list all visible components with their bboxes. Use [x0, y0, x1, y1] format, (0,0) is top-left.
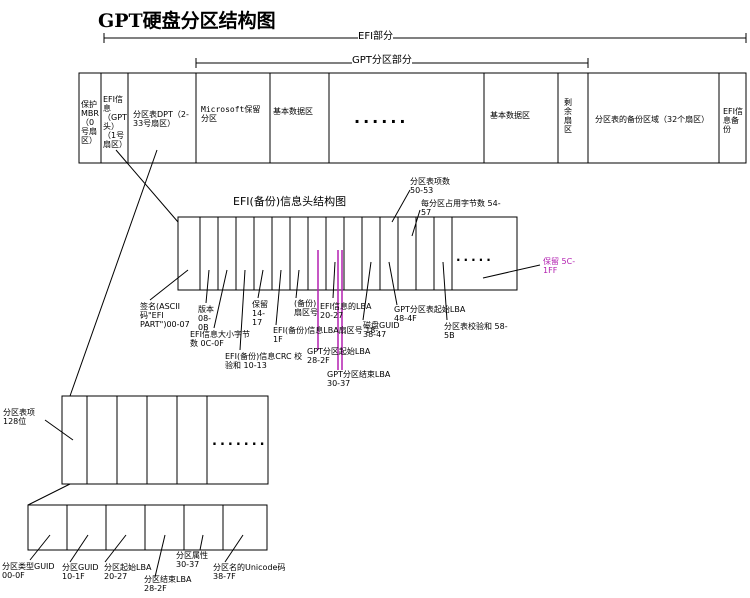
- label-attributes: 分区属性 30-37: [176, 551, 208, 569]
- partition-table-ellipsis: .......: [212, 434, 268, 449]
- cell-efi-backup: EFI信息备份: [723, 107, 744, 134]
- cell-basic-data-2: 基本数据区: [490, 111, 530, 120]
- efi-header-ellipsis: .....: [456, 250, 494, 264]
- label-reserved-2: 保留 5C-1FF: [543, 257, 576, 275]
- label-type-guid: 分区类型GUID 00-0F: [2, 562, 55, 580]
- cell-partition-table-dpt: 分区表DPT（2-33号扇区）: [133, 110, 189, 128]
- cell-basic-data-1: 基本数据区: [273, 107, 313, 116]
- top-layout: [78, 72, 747, 164]
- label-entry-size: 每分区占用字节数 54-57: [421, 199, 501, 217]
- label-unicode-name: 分区名的Unicode码 38-7F: [213, 563, 286, 581]
- cell-protective-mbr: 保护MBR（0号扇区）: [81, 100, 99, 145]
- partition-entry-structure: [27, 504, 268, 578]
- cell-remaining-sectors: 剩余扇区: [564, 98, 572, 134]
- connector-table-to-entry: [27, 483, 71, 506]
- page-title: GPT硬盘分区结构图: [98, 10, 276, 32]
- label-backup-sector: (备份)扇区号: [294, 299, 318, 317]
- label-start-lba: 分区起始LBA 20-27: [104, 563, 152, 581]
- label-reserved-1: 保留 14-17: [252, 300, 268, 327]
- efi-span-label: EFI部分: [358, 31, 394, 42]
- efi-header-structure: [177, 216, 518, 291]
- disk-layout-box: [78, 72, 747, 164]
- label-disk-guid: 磁盘GUID 38-47: [363, 321, 400, 339]
- partition-table-box: [61, 395, 269, 485]
- label-table-start-lba: GPT分区表起始LBA 48-4F: [394, 305, 466, 323]
- label-entry-count: 分区表项数 50-53: [410, 177, 450, 195]
- label-version: 版本 08-0B: [198, 305, 214, 332]
- label-lba-sector: EFI(备份)信息LBA扇区号 18-1F: [273, 326, 379, 344]
- label-signature: 签名(ASCII码"EFI PART")00-07: [140, 302, 190, 329]
- cell-efi-info: EFI信息（GPT头）（1号扇区）: [103, 95, 127, 149]
- efi-header-box: [177, 216, 518, 291]
- partition-table-label: 分区表项 128位: [3, 408, 35, 426]
- label-gpt-end-lba: GPT分区结束LBA 30-37: [327, 370, 391, 388]
- label-efi-lba: EFI信息的LBA 20-27: [320, 302, 372, 320]
- connector-efi-to-header: [115, 149, 179, 223]
- cell-microsoft-reserved: Microsoft保留分区: [201, 105, 261, 123]
- label-table-crc: 分区表校验和 58-5B: [444, 322, 508, 340]
- cell-ellipsis: ......: [354, 108, 409, 127]
- label-header-size: EFI信息大小字节数 0C-0F: [190, 330, 251, 348]
- partition-table-structure: [44, 395, 269, 485]
- partition-entry-box: [27, 504, 268, 551]
- cell-partition-table-backup: 分区表的备份区域（32个扇区）: [595, 115, 710, 124]
- efi-header-pointers: [149, 189, 541, 351]
- gpt-span-label: GPT分区部分: [352, 55, 412, 66]
- span-brackets: [103, 33, 747, 68]
- label-end-lba: 分区结束LBA 28-2F: [144, 575, 192, 593]
- highlight-pointers: [317, 250, 343, 370]
- connectors: [27, 149, 179, 506]
- connector-dpt-to-table: [69, 149, 158, 397]
- efi-header-title: EFI(备份)信息头结构图: [233, 195, 347, 208]
- label-gpt-start-lba: GPT分区起始LBA 28-2F: [307, 347, 371, 365]
- label-partition-guid: 分区GUID 10-1F: [62, 563, 99, 581]
- label-header-crc: EFI(备份)信息CRC 校验和 10-13: [225, 352, 303, 370]
